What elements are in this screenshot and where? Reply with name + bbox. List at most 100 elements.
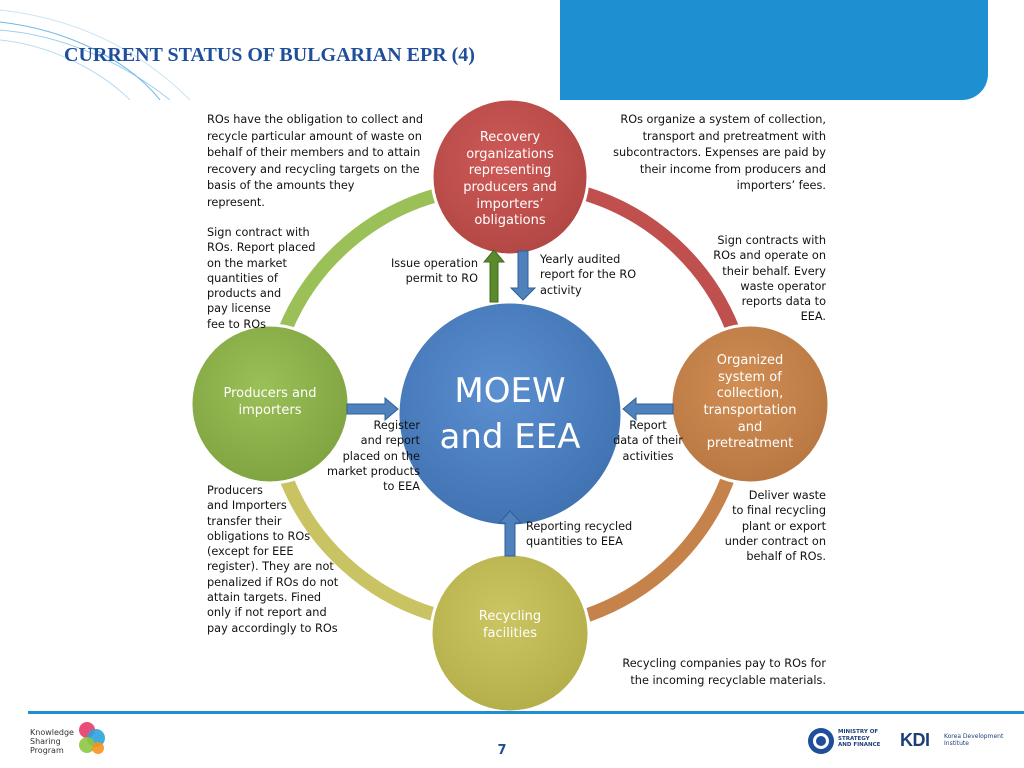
note-line: to final recycling [732, 504, 826, 518]
label-line: Producers and [223, 386, 317, 402]
label-line: producers and [463, 180, 557, 195]
label-line: report for the RO [540, 268, 637, 282]
label-line: data of their [613, 434, 683, 448]
issue-permit-arrow [482, 249, 506, 303]
ksp-line: Sharing [30, 737, 61, 746]
recycling-pay-note: Recycling companies pay to ROs for the i… [566, 656, 826, 689]
note-line: Recycling companies pay to ROs for [622, 657, 826, 670]
note-line: (except for EEE [207, 545, 294, 559]
producers-transfer-note: Producers and Importers transfer their o… [207, 483, 357, 636]
page-title: CURRENT STATUS OF BULGARIAN EPR (4) [64, 44, 475, 66]
recovery-organizations-label: Recovery organizations representing prod… [440, 129, 580, 231]
note-line: represent. [207, 195, 265, 209]
note-line: fee to ROs [207, 317, 267, 331]
kdi-logo: KDI [900, 730, 930, 750]
ministry-line: AND FINANCE [838, 742, 881, 748]
yearly-report-arrow [509, 250, 537, 301]
note-line: pay accordingly to ROs [207, 621, 338, 635]
label-line: quantities to EEA [526, 535, 623, 549]
ksp-logo-text: Knowledge Sharing Program [30, 728, 74, 755]
deliver-waste-note: Deliver waste to final recycling plant o… [696, 488, 826, 564]
label-line: Issue operation [390, 257, 478, 270]
label-line: organizations [466, 146, 554, 162]
note-line: only if not report and [207, 606, 327, 620]
page-number: 7 [497, 743, 507, 758]
label-line: transportation [703, 403, 797, 418]
collection-system-label: Organized system of collection, transpor… [690, 352, 810, 454]
register-arrow [346, 396, 399, 422]
label-line: Recovery [479, 130, 541, 146]
label-line: activities [622, 449, 674, 463]
reporting-recycled-arrow [497, 510, 523, 557]
note-line: ROs. Report placed [207, 241, 316, 255]
sign-contracts-operators-note: Sign contracts with ROs and operate on t… [696, 233, 826, 325]
label-line: permit to RO [405, 272, 478, 286]
kdi-logo-subtitle: Korea Development Institute [944, 733, 1003, 747]
note-line: Sign contract with [207, 226, 310, 239]
note-line: behalf of their members and to attain [207, 146, 421, 160]
label-line: Reporting recycled [526, 520, 633, 533]
note-line: attain targets. Fined [207, 591, 322, 605]
note-line: transfer their [207, 514, 282, 528]
note-line: ROs and operate on [713, 249, 826, 263]
label-line: Recycling [478, 609, 542, 625]
note-line: ROs have the obligation to collect and [207, 113, 424, 126]
label-line: representing [468, 163, 552, 179]
yearly-report-label: Yearly audited report for the RO activit… [540, 252, 660, 298]
label-line: market products [326, 464, 420, 478]
label-line: placed on the [342, 449, 420, 463]
register-label: Register and report placed on the market… [306, 418, 420, 494]
note-line: recycle particular amount of waste on [207, 129, 422, 143]
ksp-line: Program [30, 746, 64, 755]
reporting-recycled-label: Reporting recycled quantities to EEA [526, 519, 656, 550]
note-line: subcontractors. Expenses are paid by [613, 146, 826, 160]
ro-obligation-note: ROs have the obligation to collect and r… [207, 112, 447, 212]
note-line: basis of the amounts they [207, 179, 355, 193]
note-line: Deliver waste [748, 489, 826, 502]
label-line: obligations [474, 213, 546, 229]
ring-arc-green [278, 186, 447, 333]
label-line: Register [373, 419, 420, 432]
note-line: the incoming recyclable materials. [630, 673, 826, 687]
kdi-line: Korea Development [944, 733, 1004, 740]
note-line: penalized if ROs do not [207, 575, 339, 589]
label-line: and report [360, 434, 420, 448]
sign-contract-note: Sign contract with ROs. Report placed on… [207, 225, 337, 332]
label-line: system of [718, 369, 782, 385]
ministry-logo-text: MINISTRY OF STRATEGY AND FINANCE [838, 729, 880, 749]
moew-line1: MOEW [454, 371, 566, 411]
note-line: obligations to ROs [207, 529, 311, 543]
label-line: importers [238, 403, 302, 418]
recovery-organizations-circle [430, 97, 590, 257]
issue-permit-label: Issue operation permit to RO [370, 256, 478, 287]
kdi-line: Institute [944, 740, 969, 747]
ministry-line: MINISTRY OF [838, 729, 879, 735]
note-line: register). They are not [207, 560, 334, 574]
label-line: collection, [716, 386, 784, 402]
note-line: their behalf. Every [722, 264, 826, 278]
report-data-arrow [622, 396, 674, 422]
note-line: recovery and recycling targets on the [207, 162, 420, 176]
report-data-label: Report data of their activities [608, 418, 688, 464]
ring-arc-orange [585, 475, 735, 622]
note-line: their income from producers and [639, 162, 826, 176]
note-line: and Importers [207, 499, 287, 513]
note-line: EEA. [800, 310, 826, 324]
note-line: under contract on [724, 534, 826, 548]
label-line: activity [540, 283, 582, 297]
label-line: and [737, 419, 763, 435]
label-line: pretreatment [706, 436, 794, 452]
note-line: transport and pretreatment with [642, 129, 826, 143]
header-swoosh-decoration [0, 9, 191, 100]
footer-divider [28, 711, 1024, 714]
ring-arc-olive [279, 475, 438, 622]
label-line: to EEA [383, 480, 420, 494]
note-line: Sign contracts with [717, 234, 826, 247]
note-line: reports data to [741, 295, 826, 309]
moew-line2: and EEA [439, 417, 581, 457]
note-line: plant or export [741, 519, 826, 533]
note-line: ROs organize a system of collection, [620, 113, 826, 126]
note-line: waste operator [740, 279, 826, 293]
ro-system-note: ROs organize a system of collection, tra… [586, 112, 826, 195]
